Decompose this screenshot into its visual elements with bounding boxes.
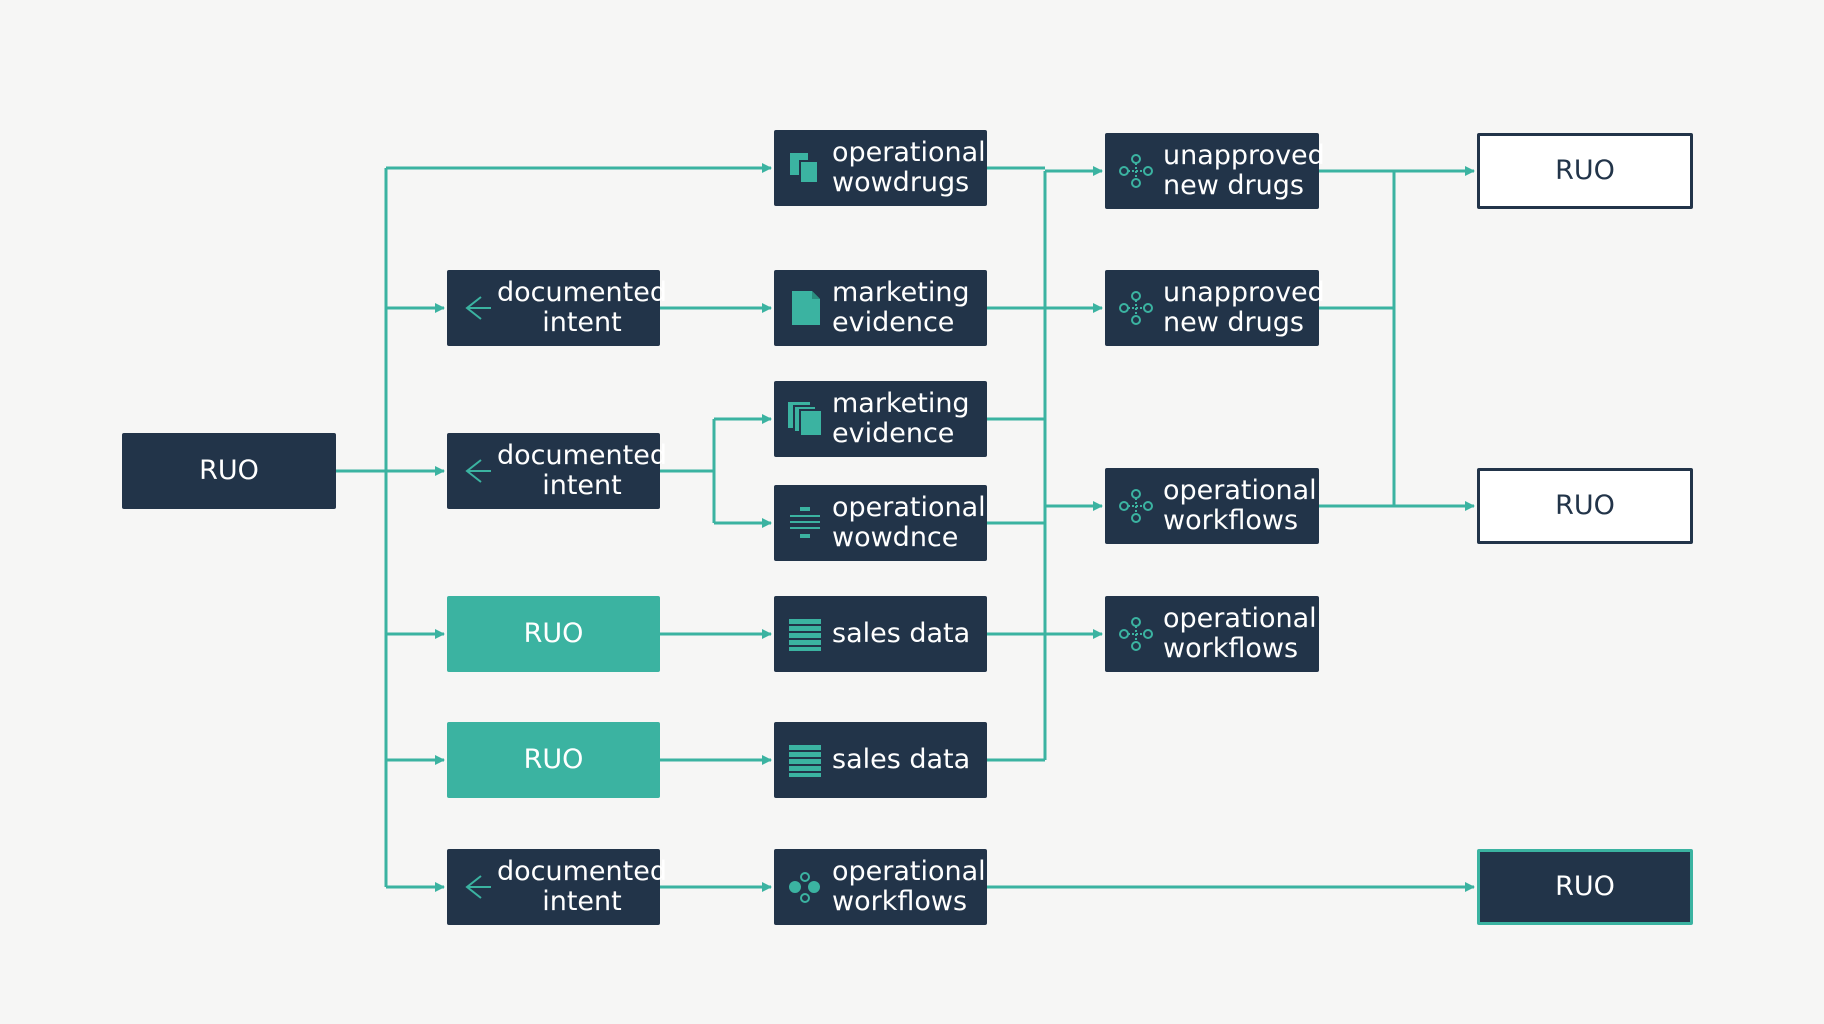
node-label: documented intent bbox=[497, 440, 667, 501]
operational-workflows-node-1[interactable]: operational workflows bbox=[774, 849, 987, 925]
copy-icon bbox=[790, 153, 819, 184]
stacked-lines-icon bbox=[790, 507, 820, 538]
arrow-left-icon bbox=[465, 459, 491, 483]
node-label: documented intent bbox=[497, 856, 667, 917]
document-icon bbox=[792, 291, 820, 325]
node-label: operational wowdrugs bbox=[832, 137, 986, 198]
nodes-icon bbox=[789, 872, 820, 903]
network-icon bbox=[1119, 291, 1153, 325]
network-icon bbox=[1119, 617, 1153, 651]
node-label: RUO bbox=[199, 455, 259, 486]
ruo-node-teal-2[interactable]: RUO bbox=[447, 722, 660, 798]
sales-data-node-1[interactable]: sales data bbox=[774, 596, 987, 672]
node-label: documented intent bbox=[497, 277, 667, 338]
node-label: RUO bbox=[523, 744, 584, 775]
arrow-left-icon bbox=[465, 875, 491, 899]
node-label: RUO bbox=[523, 618, 584, 649]
sales-data-node-2[interactable]: sales data bbox=[774, 722, 987, 798]
list-icon bbox=[789, 619, 821, 651]
operational-wowdrugs-node[interactable]: operational wowdrugs bbox=[774, 130, 987, 206]
operational-workflows-node-3[interactable]: operational workflows bbox=[1105, 596, 1319, 672]
operational-wowdnce-node[interactable]: operational wowdnce bbox=[774, 485, 987, 561]
arrow-left-icon bbox=[465, 296, 491, 320]
root-node[interactable]: RUO bbox=[122, 433, 336, 509]
node-label: RUO bbox=[1555, 155, 1615, 186]
node-label: operational wowdnce bbox=[832, 492, 986, 553]
node-label: sales data bbox=[832, 744, 971, 775]
node-label: operational workflows bbox=[832, 856, 986, 917]
node-label: sales data bbox=[832, 618, 971, 649]
unapproved-new-drugs-node-1[interactable]: unapproved new drugs bbox=[1105, 133, 1325, 209]
node-label: RUO bbox=[1555, 871, 1615, 902]
node-label: operational workflows bbox=[1163, 475, 1317, 536]
stacked-pages-icon bbox=[788, 402, 823, 437]
connector bbox=[660, 417, 771, 525]
node-label: marketing evidence bbox=[832, 388, 970, 449]
node-label: unapproved new drugs bbox=[1163, 277, 1325, 338]
ruo-output-node-3[interactable]: RUO bbox=[1477, 849, 1693, 925]
node-label: unapproved new drugs bbox=[1163, 140, 1325, 201]
unapproved-new-drugs-node-2[interactable]: unapproved new drugs bbox=[1105, 270, 1325, 346]
marketing-evidence-node-1[interactable]: marketing evidence bbox=[774, 270, 987, 346]
documented-intent-node-3[interactable]: documented intent bbox=[447, 849, 667, 925]
node-label: operational workflows bbox=[1163, 603, 1317, 664]
ruo-node-teal-1[interactable]: RUO bbox=[447, 596, 660, 672]
node-label: marketing evidence bbox=[832, 277, 970, 338]
node-label: RUO bbox=[1555, 490, 1615, 521]
network-icon bbox=[1119, 489, 1153, 523]
ruo-output-node-2[interactable]: RUO bbox=[1477, 468, 1693, 544]
operational-workflows-node-2[interactable]: operational workflows bbox=[1105, 468, 1319, 544]
documented-intent-node-2[interactable]: documented intent bbox=[447, 433, 667, 509]
network-icon bbox=[1119, 154, 1153, 188]
list-icon bbox=[789, 745, 821, 777]
documented-intent-node-1[interactable]: documented intent bbox=[447, 270, 667, 346]
ruo-output-node-1[interactable]: RUO bbox=[1477, 133, 1693, 209]
marketing-evidence-node-2[interactable]: marketing evidence bbox=[774, 381, 987, 457]
